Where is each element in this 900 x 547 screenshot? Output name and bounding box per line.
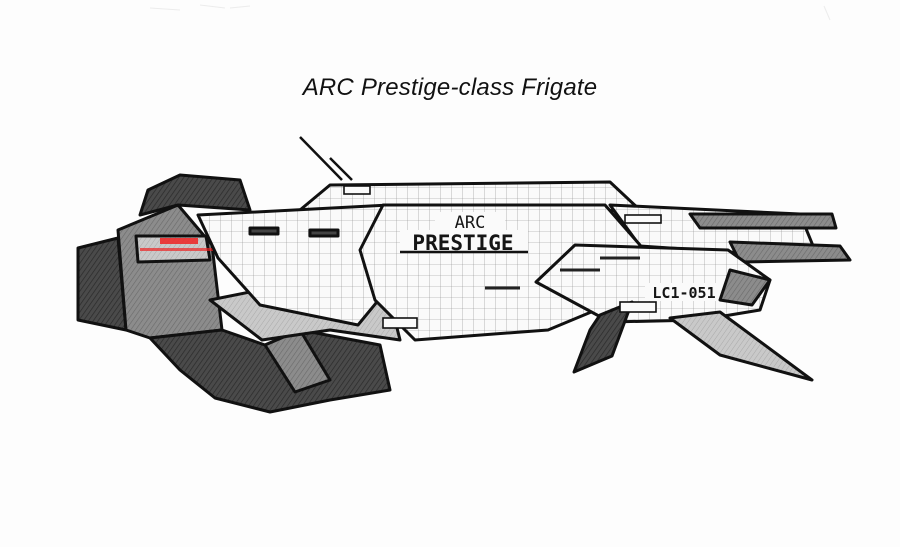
hull-name-line1: ARC (455, 213, 486, 233)
hull-registry: LC1-051 (652, 284, 715, 302)
drawing-title: ARC Prestige-class Frigate (302, 74, 598, 101)
antenna-masts (299, 136, 353, 181)
engine-red-markings (140, 238, 215, 251)
paper-smudges (149, 4, 831, 21)
panel-dashes (485, 256, 640, 290)
hull-name-line2: PRESTIGE (412, 231, 513, 255)
hull-vents (343, 185, 662, 329)
main-hull-plate (358, 203, 642, 342)
